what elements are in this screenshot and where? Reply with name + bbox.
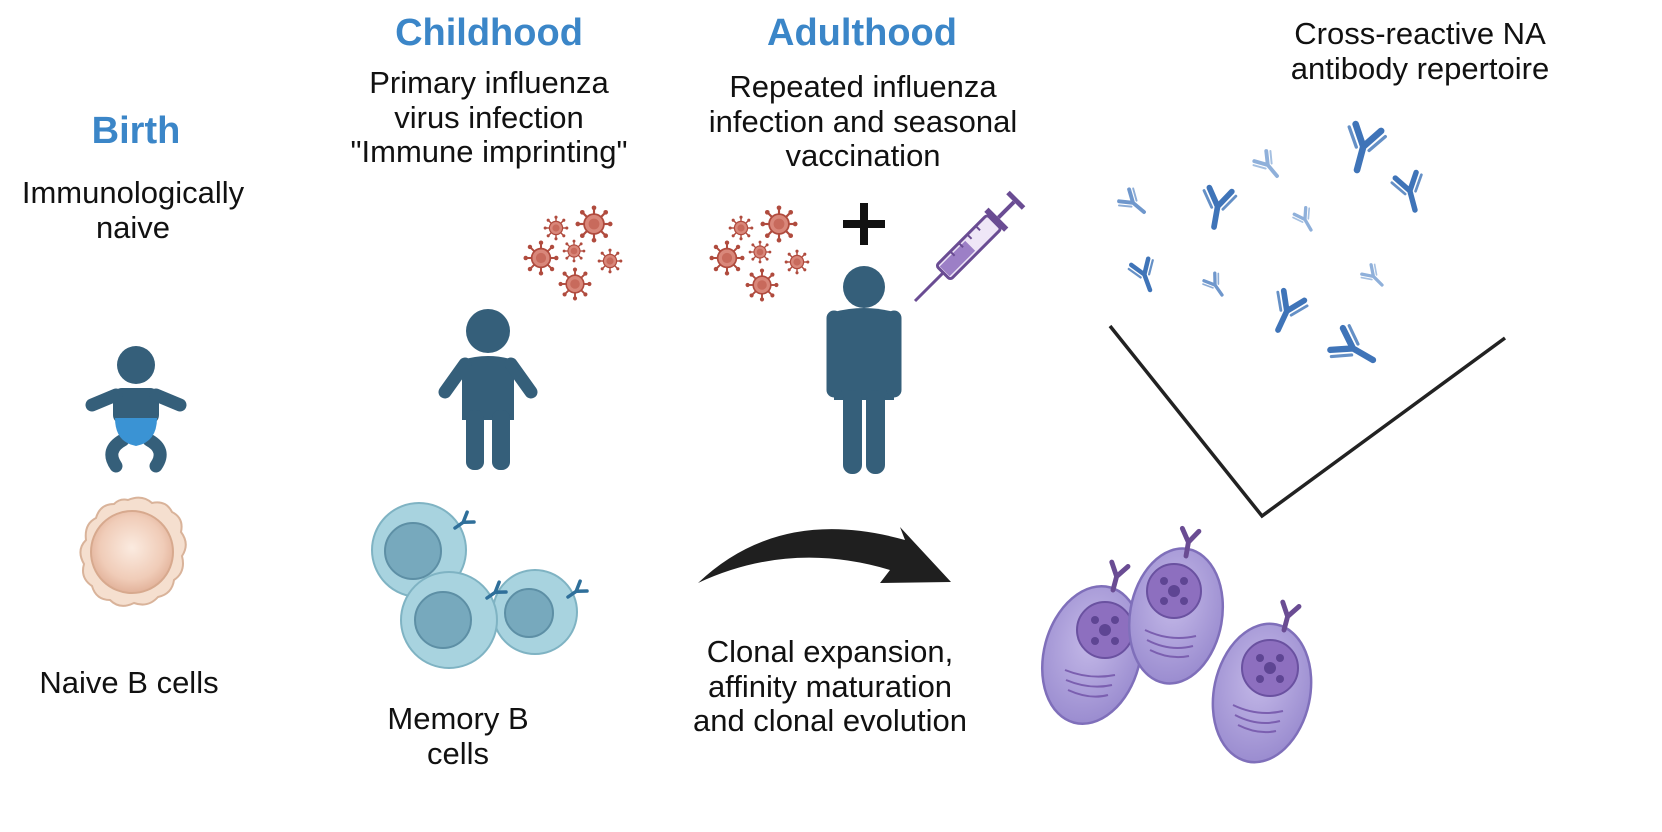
adulthood-description: Repeated influenza infection and seasona… xyxy=(708,69,1018,174)
baby-icon xyxy=(85,346,187,473)
birth-description: Immunologically naive xyxy=(21,175,245,245)
childhood-heading: Childhood xyxy=(395,12,583,54)
progression-arrow xyxy=(698,527,951,583)
memory-b-cells-label: Memory B cells xyxy=(387,701,529,771)
plus-icon xyxy=(843,203,885,245)
adulthood-heading: Adulthood xyxy=(767,12,957,54)
childhood-description: Primary influenza virus infection "Immun… xyxy=(350,65,628,170)
virus-cluster-adulthood xyxy=(708,204,811,303)
syringe-icon xyxy=(913,190,1026,303)
naive-b-cell-icon xyxy=(79,496,187,607)
birth-heading: Birth xyxy=(91,110,181,152)
adult-icon xyxy=(826,266,902,474)
repertoire-description: Cross-reactive NA antibody repertoire xyxy=(1290,16,1550,86)
memory-b-cells-icon xyxy=(371,502,589,669)
naive-b-cells-label: Naive B cells xyxy=(39,665,219,700)
virus-cluster-childhood xyxy=(522,204,624,302)
clonal-process-label: Clonal expansion, affinity maturation an… xyxy=(692,634,968,739)
child-icon xyxy=(438,309,538,470)
repertoire-funnel xyxy=(1108,324,1507,519)
antibody-repertoire-icon xyxy=(1115,123,1430,376)
plasma-cells-icon xyxy=(1040,528,1313,764)
